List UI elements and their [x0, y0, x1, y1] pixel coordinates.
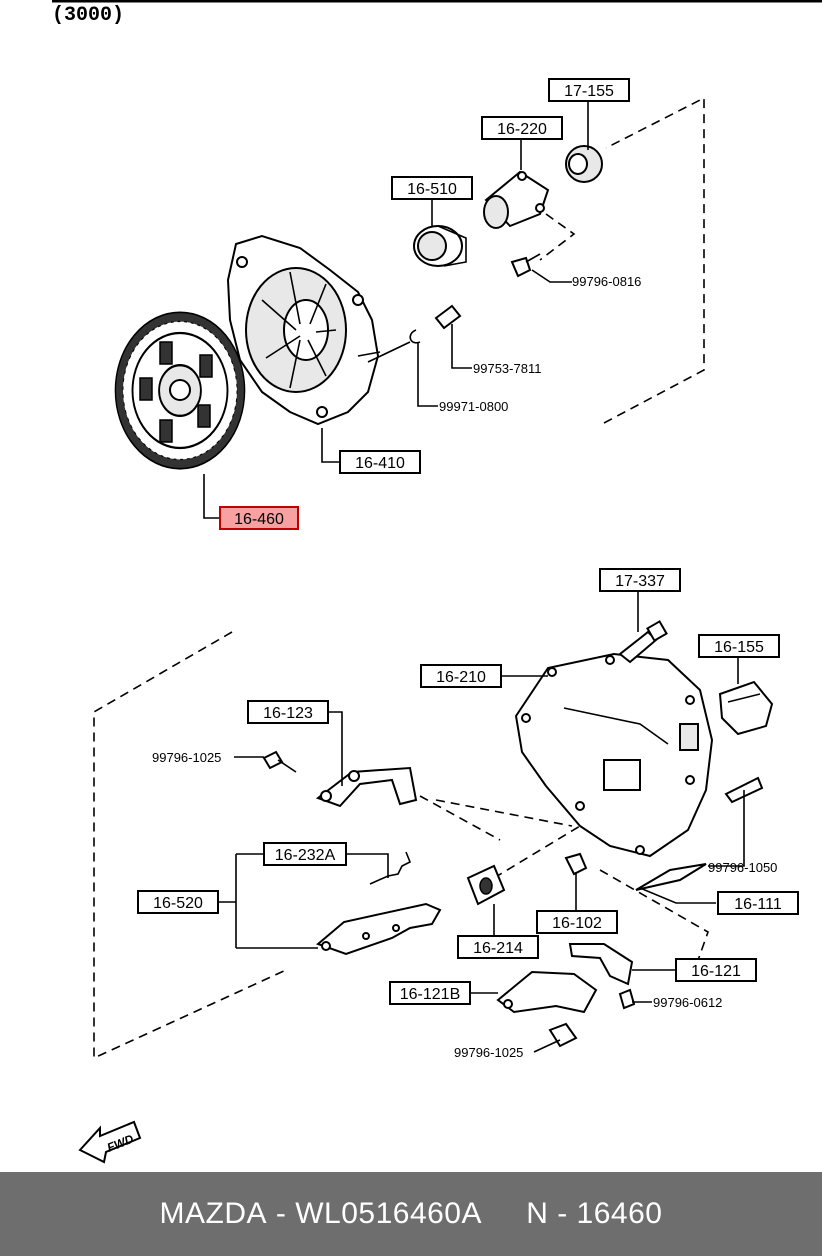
boot-16155-drawing[interactable]	[718, 680, 774, 736]
svg-text:16-460: 16-460	[234, 511, 284, 528]
svg-text:17-337: 17-337	[615, 573, 665, 590]
svg-text:16-232A: 16-232A	[275, 847, 336, 864]
bolt-label-99796-1025-lower[interactable]: 99796-1025	[454, 1045, 523, 1060]
exploded-parts-diagram: (3000)	[52, 0, 822, 1164]
callout-16-123[interactable]: 16-123	[247, 700, 329, 724]
bolt-99796-0816-drawing[interactable]	[510, 253, 541, 278]
callout-16-460[interactable]: 16-460	[219, 506, 299, 530]
callout-16-155[interactable]: 16-155	[698, 634, 780, 658]
svg-text:16-510: 16-510	[407, 181, 457, 198]
svg-text:16-121B: 16-121B	[400, 986, 461, 1003]
clutch-disc-drawing[interactable]	[114, 311, 246, 470]
svg-text:16-520: 16-520	[153, 895, 203, 912]
callout-16-210[interactable]: 16-210	[420, 664, 502, 688]
upper-leader-lines	[203, 101, 589, 519]
release-fork-drawing[interactable]	[316, 902, 442, 956]
callout-16-520[interactable]: 16-520	[137, 890, 219, 914]
callout-17-155[interactable]: 17-155	[548, 78, 630, 102]
footer-ref-label: N - 16460	[526, 1197, 663, 1230]
pivot-16102-drawing[interactable]	[564, 852, 588, 876]
svg-text:16-111: 16-111	[734, 896, 782, 913]
callout-16-410[interactable]: 16-410	[339, 450, 421, 474]
svg-text:16-410: 16-410	[355, 455, 405, 472]
footer-brand: MAZDA	[159, 1197, 268, 1230]
release-collar-drawing[interactable]	[483, 170, 550, 229]
pressure-plate-drawing[interactable]	[226, 234, 380, 426]
bracket-16121-drawing[interactable]	[568, 943, 634, 986]
bolt-label-99796-0816[interactable]: 99796-0816	[572, 274, 641, 289]
footer-separator: -	[267, 1197, 296, 1230]
callout-16-510[interactable]: 16-510	[391, 176, 473, 200]
fwd-arrow-icon: FWD	[78, 1120, 142, 1164]
release-bearing-drawing[interactable]	[413, 225, 467, 267]
svg-text:16-220: 16-220	[497, 121, 547, 138]
pilot-bearing-drawing[interactable]	[565, 145, 603, 183]
footer-part-number: WL0516460A	[295, 1197, 483, 1230]
callout-16-214[interactable]: 16-214	[457, 935, 539, 959]
spring-16232A-drawing[interactable]	[369, 851, 412, 885]
footer-gap	[482, 1197, 526, 1231]
svg-text:16-123: 16-123	[263, 705, 313, 722]
boot-16214-drawing[interactable]	[466, 864, 506, 906]
callout-16-111[interactable]: 16-111	[717, 891, 799, 915]
callout-16-232A[interactable]: 16-232A	[263, 842, 347, 866]
callout-16-121[interactable]: 16-121	[675, 958, 757, 982]
bolt-label-99796-1025-upper[interactable]: 99796-1025	[152, 750, 221, 765]
upper-phantom-outline	[539, 96, 705, 424]
bracket-16121B-drawing[interactable]	[496, 970, 598, 1014]
svg-text:16-210: 16-210	[436, 669, 486, 686]
callout-16-102[interactable]: 16-102	[536, 910, 618, 934]
bolt-99796-1025-upper-drawing[interactable]	[262, 750, 297, 773]
part-footer-bar: MAZDA - WL0516460A N - 16460	[0, 1172, 822, 1256]
clutch-housing-drawing[interactable]	[514, 652, 714, 858]
plate-16111-drawing[interactable]	[635, 863, 707, 891]
bracket-16123-drawing[interactable]	[315, 766, 418, 808]
bolt-99796-0612-drawing[interactable]	[618, 988, 636, 1010]
bolt-label-99796-0612[interactable]: 99796-0612	[653, 995, 722, 1010]
lower-phantom-outline	[93, 631, 709, 1060]
svg-text:16-121: 16-121	[691, 963, 741, 980]
lower-leader-lines	[216, 590, 745, 1053]
callout-17-337[interactable]: 17-337	[599, 568, 681, 592]
callout-16-121B[interactable]: 16-121B	[389, 981, 471, 1005]
section-code: (3000)	[52, 4, 124, 27]
bolt-label-99971-0800[interactable]: 99971-0800	[439, 399, 508, 414]
bolt-label-99796-1050[interactable]: 99796-1050	[708, 860, 777, 875]
callout-16-220[interactable]: 16-220	[481, 116, 563, 140]
svg-text:16-102: 16-102	[552, 915, 602, 932]
bolt-99753-7811-drawing[interactable]	[434, 304, 462, 330]
svg-text:16-214: 16-214	[473, 940, 523, 957]
bolt-label-99753-7811[interactable]: 99753-7811	[473, 361, 541, 376]
svg-text:17-155: 17-155	[564, 83, 614, 100]
clip-99971-0800-drawing[interactable]	[409, 329, 421, 344]
svg-text:16-155: 16-155	[714, 639, 764, 656]
bolt-17337-drawing[interactable]	[618, 620, 668, 664]
